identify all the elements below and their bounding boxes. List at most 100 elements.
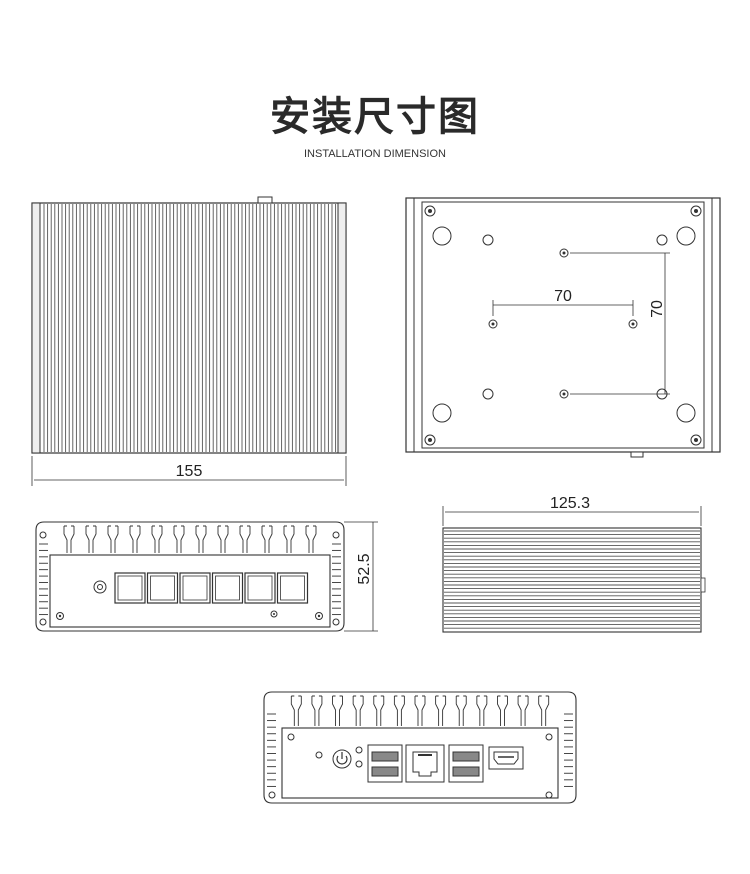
foot-icon [432,226,452,246]
dim-label-depth: 125.3 [550,495,590,512]
front-view-side-fins [39,543,341,616]
fin-profile [373,695,385,726]
power-button-icon [332,749,352,769]
dim-label-mount-vertical: 70 [649,300,666,318]
led-icon [93,580,107,594]
fin-profile [151,525,163,553]
foot-icon [676,226,696,246]
led-icon [315,751,323,759]
front-view-top-fins [63,525,317,553]
fin-profile [311,695,323,726]
hdmi-port-icon [488,746,524,770]
page-title: 安装尺寸图 [270,94,480,140]
lan-port-icon [146,572,179,604]
fin-profile [414,695,426,726]
fin-profile [455,695,467,726]
mount-hole-icon [559,389,569,399]
fin-profile [261,525,273,553]
lan-port-frame [179,572,211,604]
top-view: 155 [31,196,347,486]
fin-profile [290,695,302,726]
hole-icon [482,234,494,246]
mount-hole-icon [488,319,498,329]
lan-port-frame [276,572,309,604]
fin-profile [239,525,251,553]
screw-icon [332,531,340,539]
screw-icon [315,612,323,620]
screw-icon [56,612,64,620]
corner-screw-icon [690,434,702,446]
foot-icon [676,403,696,423]
fin-profile [393,695,405,726]
lan-port-icon [244,572,276,604]
lan-port-frame [146,572,179,604]
led-icon [355,746,363,754]
mount-hole-icon [559,248,569,258]
fin-profile [476,695,488,726]
lan-port-frame [211,572,244,604]
side-view: 125.3 [442,495,706,633]
rear-view-side-fins [267,713,573,787]
usb-port-icon [448,744,484,783]
led-icon [355,760,363,768]
lan-port-icon [211,572,244,604]
side-view-outline [442,527,702,633]
lan-ports [114,572,309,604]
bottom-view-outline [405,197,721,453]
side-view-fins [444,530,700,629]
fin-profile [305,525,317,553]
usb-port-icon [367,744,403,783]
fin-profile [63,525,75,553]
corner-screw-icon [690,205,702,217]
lan-port-inner [215,575,240,601]
mount-hole-icon [628,319,638,329]
lan-port-inner [117,575,143,601]
lan-port-inner [150,575,175,601]
top-view-left-edge [31,202,41,454]
fin-profile [497,695,508,726]
lan-port-icon [114,572,146,604]
top-view-outline [31,202,347,454]
ethernet-port-icon [405,744,445,783]
dim-label-width: 155 [176,463,203,480]
screw-icon [545,791,553,799]
screw-icon [545,733,553,741]
lan-port-icon [276,572,309,604]
lan-port-inner [182,575,208,601]
top-view-right-edge [337,202,347,454]
foot-icon [432,403,452,423]
screw-icon [270,610,278,618]
bottom-view-tab [630,451,644,458]
front-view: 52.5 [35,521,378,632]
hole-icon [482,388,494,400]
lan-port-inner [247,575,273,601]
rear-view [263,691,577,804]
rear-view-top-fins [290,695,550,726]
screw-icon [39,531,47,539]
page-subtitle: INSTALLATION DIMENSION [303,148,446,160]
top-view-fins [43,204,337,452]
fin-profile [129,525,141,553]
corner-screw-icon [424,205,436,217]
screw-icon [287,733,295,741]
fin-profile [517,695,529,726]
fin-profile [283,525,295,553]
lan-port-icon [179,572,211,604]
screw-icon [332,618,340,626]
side-view-tab [700,577,706,593]
bottom-view-plate [421,201,705,449]
fin-profile [435,695,447,726]
fin-profile [85,525,97,553]
bottom-view: 70 70 [405,197,721,458]
lan-port-frame [244,572,276,604]
hole-icon [656,234,668,246]
screw-icon [39,618,47,626]
fin-profile [195,525,207,553]
fin-profile [332,695,343,726]
lan-port-frame [114,572,146,604]
fin-profile [352,695,364,726]
dim-label-mount-horizontal: 70 [554,288,572,305]
fin-profile [107,525,119,553]
fin-profile [173,525,185,553]
